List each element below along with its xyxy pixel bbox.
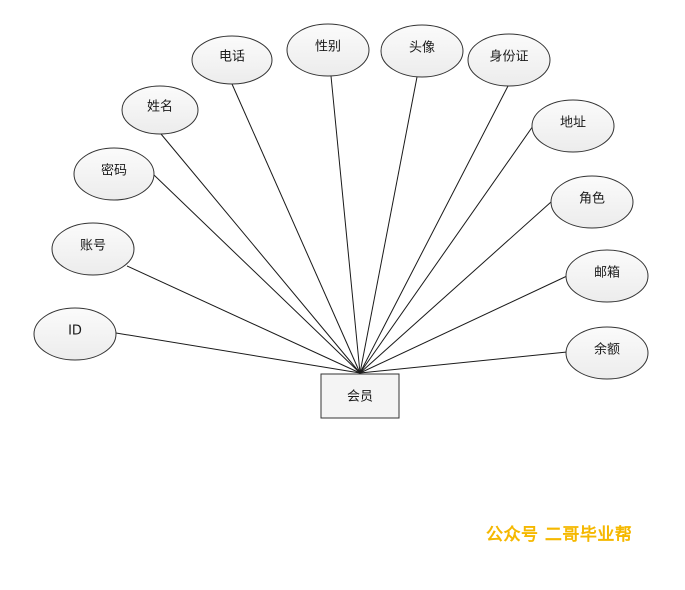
attribute-ellipse-password <box>73 147 155 201</box>
connector-account <box>126 265 361 374</box>
attribute-label-gender: 性别 <box>315 40 341 55</box>
attribute-label-balance: 余额 <box>594 342 620 358</box>
attribute-label-address: 地址 <box>560 116 586 131</box>
attribute-ellipse-avatar <box>380 24 464 78</box>
attribute-label-avatar: 头像 <box>409 41 435 56</box>
attribute-ellipse-balance <box>565 326 649 380</box>
attribute-ellipse-id <box>33 307 117 361</box>
entity-box-member <box>320 373 400 419</box>
connector-phone <box>231 83 361 374</box>
connector-password <box>153 174 361 374</box>
attribute-ellipse-id-card <box>467 33 551 87</box>
watermark-text: 公众号 二哥毕业帮 <box>486 525 633 545</box>
connector-avatar <box>359 76 418 374</box>
connector-id <box>115 332 361 374</box>
connector-email <box>359 275 568 374</box>
connector-name <box>160 133 361 374</box>
connector-balance <box>359 351 568 374</box>
attribute-label-password: 密码 <box>101 163 127 179</box>
connector-gender <box>330 75 361 374</box>
connector-role <box>359 201 552 374</box>
attribute-ellipse-email <box>565 249 649 303</box>
attribute-label-name: 姓名 <box>147 99 173 115</box>
attribute-label-account: 账号 <box>80 239 106 254</box>
entity-label-member: 会员 <box>347 390 373 405</box>
attribute-label-phone: 电话 <box>219 50 245 65</box>
attribute-ellipse-phone <box>191 35 273 85</box>
connector-address <box>359 125 534 374</box>
attribute-ellipse-gender <box>286 23 370 77</box>
attribute-label-id: ID <box>68 324 82 339</box>
attribute-ellipse-name <box>121 85 199 135</box>
attribute-label-id-card: 身份证 <box>489 49 528 65</box>
attribute-ellipse-address <box>531 99 615 153</box>
attribute-label-role: 角色 <box>579 191 605 207</box>
connector-lines <box>115 75 568 374</box>
attribute-label-email: 邮箱 <box>594 265 620 281</box>
attribute-ellipse-role <box>550 175 634 229</box>
attribute-ellipse-account <box>51 222 135 276</box>
connector-id-card <box>359 85 509 374</box>
entity-group: 会员 <box>320 373 400 419</box>
